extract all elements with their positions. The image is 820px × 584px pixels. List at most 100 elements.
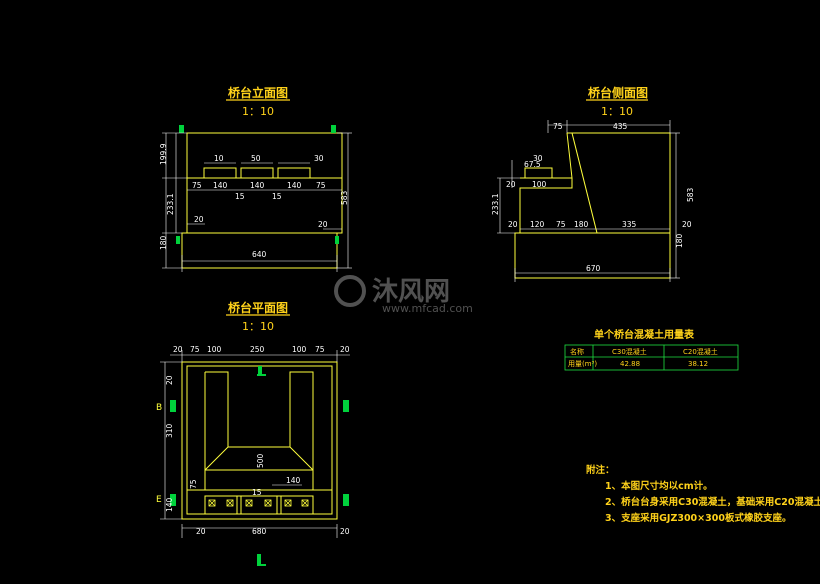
dim-label: 500 [256,453,265,468]
section-mark [257,554,261,566]
bearing-pad-icon [208,499,216,507]
watermark-url: www.mfcad.com [382,302,473,315]
bearing-pad-icon [264,499,272,507]
dim-label: 20 [506,180,516,189]
dim-label: 100 [532,180,547,189]
plan-bearing-block [280,495,314,515]
table-cell-c20: 38.12 [688,360,708,368]
dim-label: 75 [190,345,200,354]
dim-label: 310 [165,423,174,438]
bearing-pad-icon [245,499,253,507]
section-mark [170,494,176,506]
dim-label: 335 [622,220,637,229]
side-view: 桥台侧面图 1：10 75 [491,85,695,282]
dim-label: 30 [314,154,324,163]
dim-label: 20 [196,527,206,536]
section-mark [257,374,266,376]
note-item: 2、桥台台身采用C30混凝土，基础采用C20混凝土。 [605,496,820,508]
elevation-scale: 1：10 [242,105,274,118]
dim-label: 20 [340,527,350,536]
section-mark [343,494,349,506]
dim-label: 67.5 [524,160,541,169]
dim-label: 140 [213,181,228,190]
section-label-b: B [156,403,162,413]
dim-label: 640 [252,250,267,259]
section-mark [176,236,180,244]
dim-label: 233.1 [491,193,500,215]
section-mark [257,564,266,566]
plan-footing [181,361,338,520]
dim-label: 15 [272,192,282,201]
dim-label: 140 [165,497,174,512]
dim-label: 180 [574,220,589,229]
elevation-title: 桥台立面图 [228,85,288,100]
dim-label: 20 [340,345,350,354]
dim-label: 20 [165,375,174,385]
section-mark [170,400,176,412]
plan-bearing-block [240,495,278,515]
dim-label: 20 [318,220,328,229]
dim-label: 233.1 [166,193,175,215]
dim-label: 435 [613,122,628,131]
notes-heading: 附注： [586,464,615,476]
table-header-name: 名称 [570,347,584,356]
plan-view: 桥台平面图 1：10 [156,300,350,566]
bearing-block [524,167,553,179]
dim-label: 680 [252,527,267,536]
watermark: 沐风网 www.mfcad.com [334,275,473,315]
side-scale: 1：10 [601,105,633,118]
concrete-table: 单个桥台混凝土用量表 名称 C30混凝土 C20混凝土 用量(m³) 42.88… [564,328,739,371]
dim-label: 30 [533,154,543,163]
dim-label: 100 [292,345,307,354]
dim-label: 15 [235,192,245,201]
dim-label: 100 [207,345,222,354]
watermark-brand: 沐风网 [372,277,450,307]
elevation-view: 桥台立面图 1：10 [159,85,352,272]
bearing-block [240,167,274,179]
dim-label: 15 [252,488,262,497]
brand-logo-icon [334,275,366,307]
side-body [519,132,671,234]
bearing-pad-icon [301,499,309,507]
dim-label: 75 [556,220,566,229]
table-row-label: 用量(m³) [568,360,597,368]
dim-label: 75 [315,345,325,354]
table-header-c30: C30混凝土 [612,347,647,356]
dim-label: 10 [214,154,224,163]
dim-label: 583 [340,190,349,205]
dim-label: 140 [287,181,302,190]
abutment-footing [181,232,338,269]
dim-label: 20 [173,345,183,354]
dim-label: 20 [508,220,518,229]
plan-title: 桥台平面图 [228,300,288,315]
note-item: 3、支座采用GJZ300×300板式橡胶支座。 [605,512,791,524]
plan-bearing-block [204,495,238,515]
dim-label: 75 [553,122,563,131]
table-frame [564,344,739,371]
side-footing [514,232,671,279]
table-cell-c30: 42.88 [620,360,640,368]
section-mark [258,366,262,375]
dim-label: 75 [192,181,202,190]
dim-label: 20 [194,215,204,224]
dim-label: 583 [686,187,695,202]
dim-label: 120 [530,220,545,229]
dim-label: 75 [316,181,326,190]
bearing-block [203,167,237,179]
dim-label: 50 [251,154,261,163]
section-mark [179,125,184,133]
section-label-e: E [156,495,162,505]
dim-label: 140 [250,181,265,190]
bearing-pad-icon [226,499,234,507]
table-title: 单个桥台混凝土用量表 [594,328,695,341]
section-mark [331,125,336,133]
section-mark [335,236,339,244]
dim-label: 199.9 [159,143,168,165]
table-header-c20: C20混凝土 [683,347,718,356]
plan-recess [204,371,314,491]
section-mark [343,400,349,412]
dim-label: 20 [682,220,692,229]
dim-label: 140 [286,476,301,485]
dim-label: 670 [586,264,601,273]
